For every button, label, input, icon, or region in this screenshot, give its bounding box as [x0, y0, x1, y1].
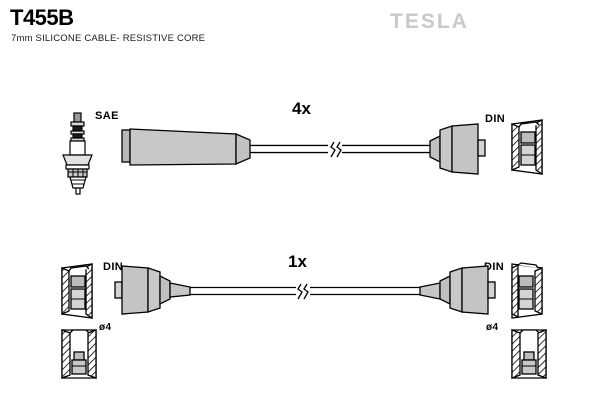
quantity-label-upper: 4x [292, 99, 311, 118]
label-din-bottom-left: DIN [103, 261, 124, 273]
spark-plug-icon [62, 112, 93, 195]
upper-assembly [62, 112, 543, 195]
cable-upper [250, 141, 430, 158]
label-din-top-right: DIN [485, 113, 506, 125]
label-din-bottom-right: DIN [484, 261, 505, 273]
din-boot-lower-right [419, 265, 496, 315]
label-diameter-right: ø4 [486, 322, 499, 333]
din-boot-lower-left [114, 265, 191, 315]
label-diameter-left: ø4 [99, 322, 112, 333]
din-terminal-cap-lower-right [511, 262, 543, 319]
lower-assembly [61, 262, 543, 320]
terminal-cap-4mm-right [511, 329, 547, 379]
page-subtitle: 7mm SILICONE CABLE- RESISTIVE CORE [11, 33, 206, 44]
brand-logo: TESLA [390, 10, 469, 33]
quantity-label-lower: 1x [288, 252, 307, 271]
din-boot-upper-right [429, 123, 486, 175]
page-title: T455B [10, 5, 74, 30]
label-sae: SAE [95, 110, 119, 122]
din-terminal-cap-lower-left [61, 262, 93, 320]
cable-break-symbol-lower [296, 283, 310, 300]
din-terminal-cap-upper-right [511, 118, 543, 176]
plug-boot-upper-left [121, 128, 251, 166]
terminal-cap-4mm-left [61, 329, 97, 379]
cable-lower [190, 283, 420, 300]
cable-break-symbol-upper [328, 141, 342, 158]
